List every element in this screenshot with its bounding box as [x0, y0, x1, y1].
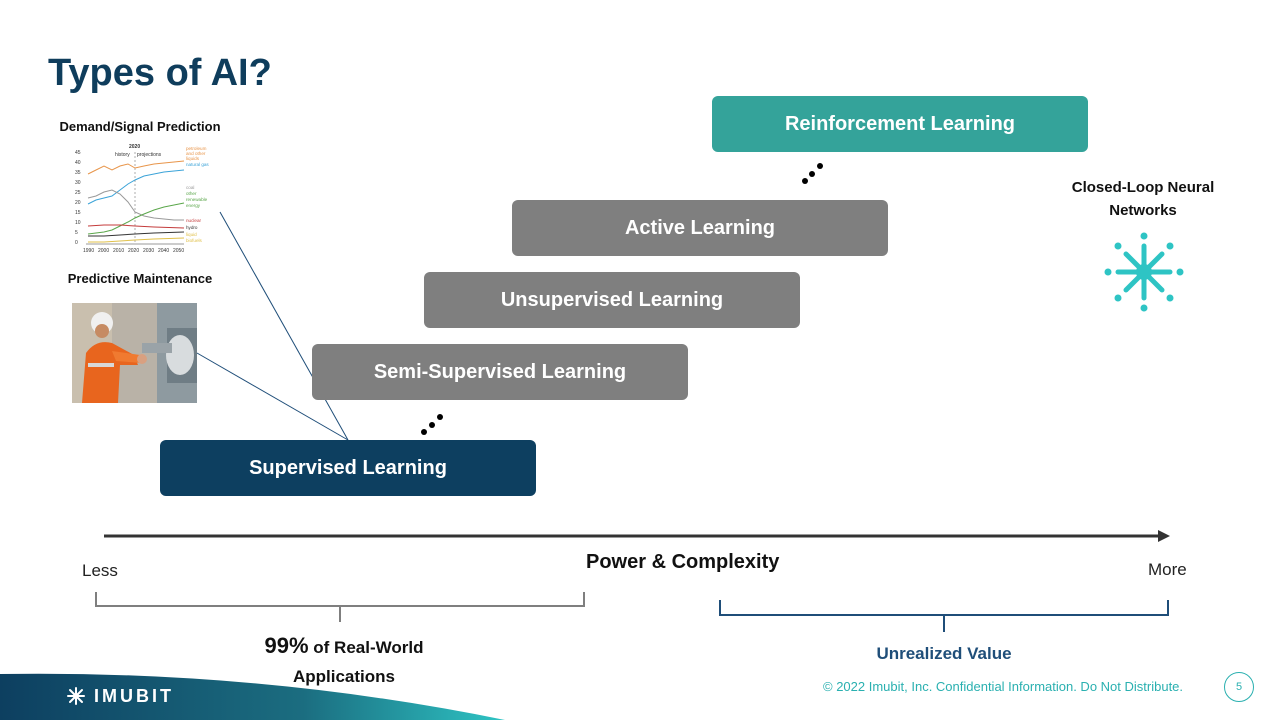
- semi-supervised-learning-box: Semi-Supervised Learning: [312, 344, 688, 400]
- chart-x-tick: 2020: [128, 248, 139, 254]
- legend-and-other: and other: [186, 151, 206, 156]
- closed-loop-label-line2: Networks: [1109, 202, 1177, 219]
- chart-line-petroleum: [87, 160, 185, 175]
- imubit-logo-icon: [67, 687, 85, 705]
- ellipsis-dots-top: [802, 163, 823, 184]
- active-learning-label: Active Learning: [624, 216, 776, 239]
- footer-wave: [0, 673, 505, 720]
- supervised-learning-box: Supervised Learning: [160, 440, 536, 496]
- chart-history-label: history: [115, 152, 130, 158]
- legend-energy: energy: [186, 203, 201, 208]
- page-number: 5: [1224, 672, 1254, 702]
- demand-prediction-label: Demand/Signal Prediction: [59, 119, 221, 134]
- ellipsis-dots-bottom: [421, 414, 443, 435]
- reinforcement-learning-label: Reinforcement Learning: [784, 112, 1016, 135]
- active-learning-box: Active Learning: [512, 200, 888, 256]
- semi-supervised-learning-label: Semi-Supervised Learning: [373, 360, 627, 383]
- chart-y-tick: 5: [75, 230, 78, 236]
- unsupervised-learning-box: Unsupervised Learning: [424, 272, 800, 328]
- axis-title: Power & Complexity: [586, 551, 780, 573]
- chart-y-tick: 45: [75, 150, 81, 156]
- chart-x-tick: 2030: [143, 248, 154, 254]
- chart-line-hydro: [88, 231, 185, 237]
- chart-line-biofuels: [88, 237, 185, 243]
- applications-text: Applications: [292, 667, 395, 686]
- right-bracket: [719, 600, 1169, 632]
- chart-y-tick: 30: [75, 180, 81, 186]
- chart-y-tick: 15: [75, 210, 81, 216]
- imubit-logo-text: IMUBIT: [94, 685, 174, 706]
- real-world-text: of Real-World: [308, 638, 424, 657]
- axis-less-label: Less: [82, 561, 118, 580]
- closed-loop-label: Closed-Loop Neural Networks: [1052, 176, 1234, 222]
- legend-biofuels: biofuels: [186, 238, 203, 243]
- real-world-applications-text: 99% of Real-World Applications: [236, 632, 452, 691]
- unsupervised-learning-label: Unsupervised Learning: [500, 288, 724, 311]
- chart-y-tick: 25: [75, 190, 81, 196]
- reinforcement-learning-box: Reinforcement Learning: [712, 96, 1088, 152]
- left-bracket: [95, 592, 585, 622]
- supervised-learning-label: Supervised Learning: [249, 456, 447, 479]
- legend-liquid: liquid: [186, 232, 197, 237]
- connector-line-demand: [219, 211, 349, 441]
- chart-year-marker: 2020: [129, 144, 140, 150]
- connector-line-maintenance: [196, 352, 349, 441]
- legend-other: other: [186, 191, 197, 196]
- chart-y-tick: 20: [75, 200, 81, 206]
- legend-renewable: renewable: [186, 197, 208, 202]
- chart-x-tick: 2010: [113, 248, 124, 254]
- legend-natural-gas: natural gas: [186, 162, 209, 167]
- chart-line-coal: [87, 189, 184, 221]
- maintenance-worker-photo: [72, 303, 197, 403]
- legend-nuclear: nuclear: [186, 218, 202, 223]
- chart-line-nuclear: [87, 224, 185, 229]
- axis-more-label: More: [1148, 560, 1187, 579]
- closed-loop-label-line1: Closed-Loop Neural: [1071, 179, 1215, 196]
- unrealized-value-text: Unrealized Value: [876, 644, 1012, 663]
- legend-liquids: liquids: [186, 156, 200, 161]
- chart-y-tick: 10: [75, 220, 81, 226]
- legend-petroleum: petroleum: [186, 146, 207, 151]
- legend-hydro: hydro: [186, 225, 198, 230]
- chart-x-tick: 1990: [83, 248, 94, 254]
- slide-title: Types of AI?: [48, 52, 272, 94]
- chart-x-tick: 2050: [173, 248, 184, 254]
- footer-confidential-text: © 2022 Imubit, Inc. Confidential Informa…: [823, 679, 1184, 694]
- chart-line-renewable: [87, 202, 185, 235]
- chart-y-tick: 0: [75, 240, 78, 246]
- chart-y-tick: 35: [75, 170, 81, 176]
- predictive-maintenance-label: Predictive Maintenance: [67, 271, 213, 286]
- chart-y-tick: 40: [75, 160, 81, 166]
- demand-chart-thumbnail: 45 40 35 30 25 20 15 10 5 0 1990 2000 20…: [75, 144, 209, 254]
- chart-x-tick: 2000: [98, 248, 109, 254]
- complexity-axis-arrowhead: [1158, 530, 1170, 542]
- chart-projections-label: projections: [137, 152, 162, 158]
- chart-x-tick: 2040: [158, 248, 169, 254]
- neural-network-icon: [1104, 232, 1184, 312]
- imubit-logo: IMUBIT: [64, 684, 174, 708]
- percent-value: 99%: [264, 633, 309, 658]
- legend-coal: coal: [186, 185, 194, 190]
- chart-line-natural-gas: [87, 169, 185, 205]
